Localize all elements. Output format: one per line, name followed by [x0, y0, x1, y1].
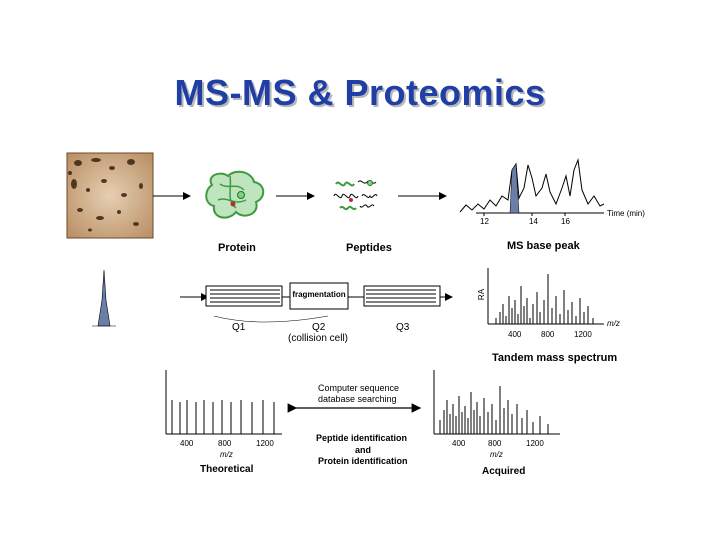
ms-base-peak-label: MS base peak [507, 240, 580, 252]
peptides-icon [334, 181, 377, 210]
time-tick-14: 14 [529, 217, 538, 226]
tandem-mass-spectrum-label: Tandem mass spectrum [492, 352, 617, 364]
acq-tick-800: 800 [488, 439, 501, 448]
gel-image [67, 153, 153, 238]
time-tick-12: 12 [480, 217, 489, 226]
db-search-line1: Computer sequence [318, 383, 399, 393]
ra-axis-label: RA [477, 289, 486, 300]
q3-label: Q3 [396, 322, 409, 333]
tandem-tick-1200: 1200 [574, 330, 592, 339]
acq-tick-400: 400 [452, 439, 465, 448]
theoretical-spectrum [166, 370, 282, 434]
tandem-tick-400: 400 [508, 330, 521, 339]
acq-mz-label: m/z [490, 450, 503, 459]
time-tick-16: 16 [561, 217, 570, 226]
fragmentation-label: fragmentation [292, 290, 346, 299]
tandem-mz-label: m/z [607, 319, 620, 328]
protein-label: Protein [218, 242, 256, 254]
protein-blob-icon [206, 172, 263, 218]
collision-cell-label: (collision cell) [288, 333, 348, 344]
peptides-label: Peptides [346, 242, 392, 254]
peptide-identification-label: Peptide identification [316, 433, 407, 443]
tandem-tick-800: 800 [541, 330, 554, 339]
quadrupole-assembly [180, 283, 452, 322]
acquired-label: Acquired [482, 466, 525, 477]
ms-base-peak-chromatogram [460, 160, 604, 216]
and-label: and [355, 445, 371, 455]
tandem-mass-spectrum [488, 268, 604, 324]
precursor-peak [92, 270, 116, 326]
theo-tick-400: 400 [180, 439, 193, 448]
theo-mz-label: m/z [220, 450, 233, 459]
db-search-line2: database searching [318, 394, 397, 404]
protein-identification-label: Protein identification [318, 456, 408, 466]
theo-tick-800: 800 [218, 439, 231, 448]
theo-tick-1200: 1200 [256, 439, 274, 448]
acq-tick-1200: 1200 [526, 439, 544, 448]
q1-label: Q1 [232, 322, 245, 333]
time-axis-label: Time (min) [607, 209, 645, 218]
q2-label: Q2 [312, 322, 325, 333]
theoretical-label: Theoretical [200, 464, 253, 475]
acquired-spectrum [434, 370, 560, 434]
